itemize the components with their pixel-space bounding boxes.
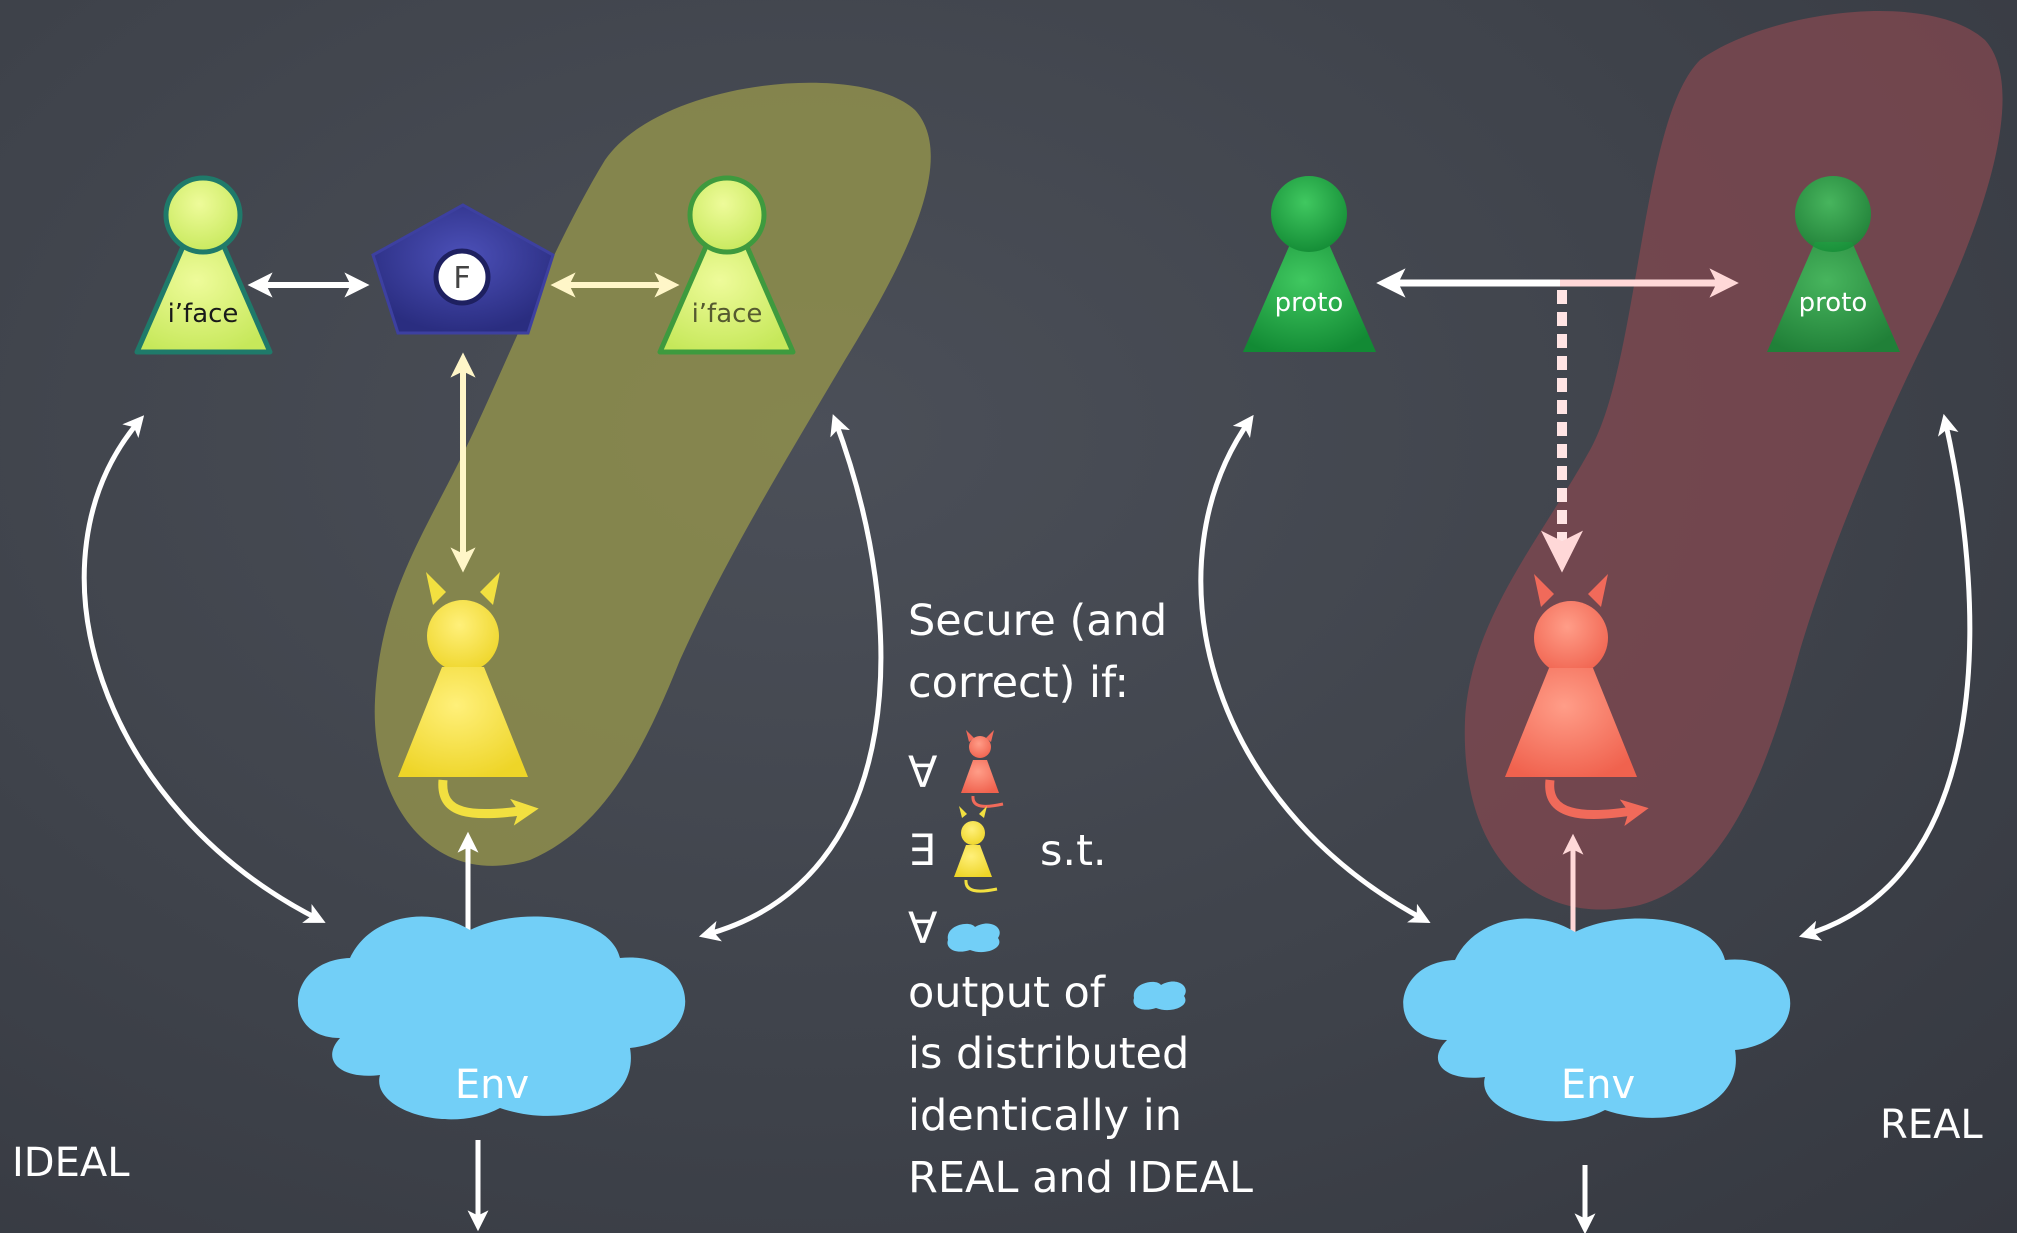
condition-title-line2: correct) if:: [908, 658, 1130, 708]
ideal-env: Env: [297, 916, 686, 1120]
real-env: Env: [1403, 918, 1791, 1122]
condition-such-that: s.t.: [1040, 826, 1107, 876]
condition-forall-adversary: ∀: [908, 748, 938, 798]
ideal-functionality-label: F: [453, 261, 470, 296]
ideal-world-label: IDEAL: [12, 1140, 130, 1186]
condition-title-line1: Secure (and: [908, 596, 1168, 646]
real-arrow-left-party-to-env: [1198, 414, 1431, 923]
condition-real-and-ideal: REAL and IDEAL: [908, 1153, 1253, 1203]
ideal-right-party: i’face: [657, 175, 796, 355]
ideal-left-party: i’face: [134, 175, 273, 355]
real-right-party: proto: [1767, 176, 1900, 352]
mini-ideal-adversary-icon: [954, 806, 998, 893]
ideal-arrow-left-party-to-env: [81, 415, 326, 923]
ideal-adversary: [398, 572, 539, 826]
condition-distributed: is distributed: [908, 1029, 1190, 1079]
condition-output-of: output of: [908, 968, 1105, 1018]
ideal-env-label: Env: [455, 1062, 529, 1108]
condition-exists-simulator: ∃: [908, 826, 936, 876]
real-left-party-label: proto: [1275, 288, 1344, 318]
real-world-label: REAL: [1880, 1102, 1983, 1148]
mini-real-adversary-icon: [961, 730, 1004, 808]
real-env-label: Env: [1561, 1062, 1635, 1108]
mini-env-cloud-icon-2: [1133, 981, 1186, 1011]
ideal-functionality: F: [371, 203, 555, 335]
ideal-arrow-right-party-to-env: [698, 414, 884, 942]
real-adversary: [1505, 574, 1649, 827]
real-left-party: proto: [1243, 176, 1376, 352]
mini-env-cloud-icon-1: [947, 923, 1000, 953]
ideal-right-party-label: i’face: [692, 299, 763, 329]
condition-identically: identically in: [908, 1091, 1182, 1141]
real-arrow-right-party-to-env: [1798, 413, 1973, 941]
real-right-party-label: proto: [1799, 288, 1868, 318]
ideal-left-party-label: i’face: [168, 299, 239, 329]
ideal-corruption-region: [374, 82, 931, 866]
condition-forall-env: ∀: [908, 904, 938, 954]
